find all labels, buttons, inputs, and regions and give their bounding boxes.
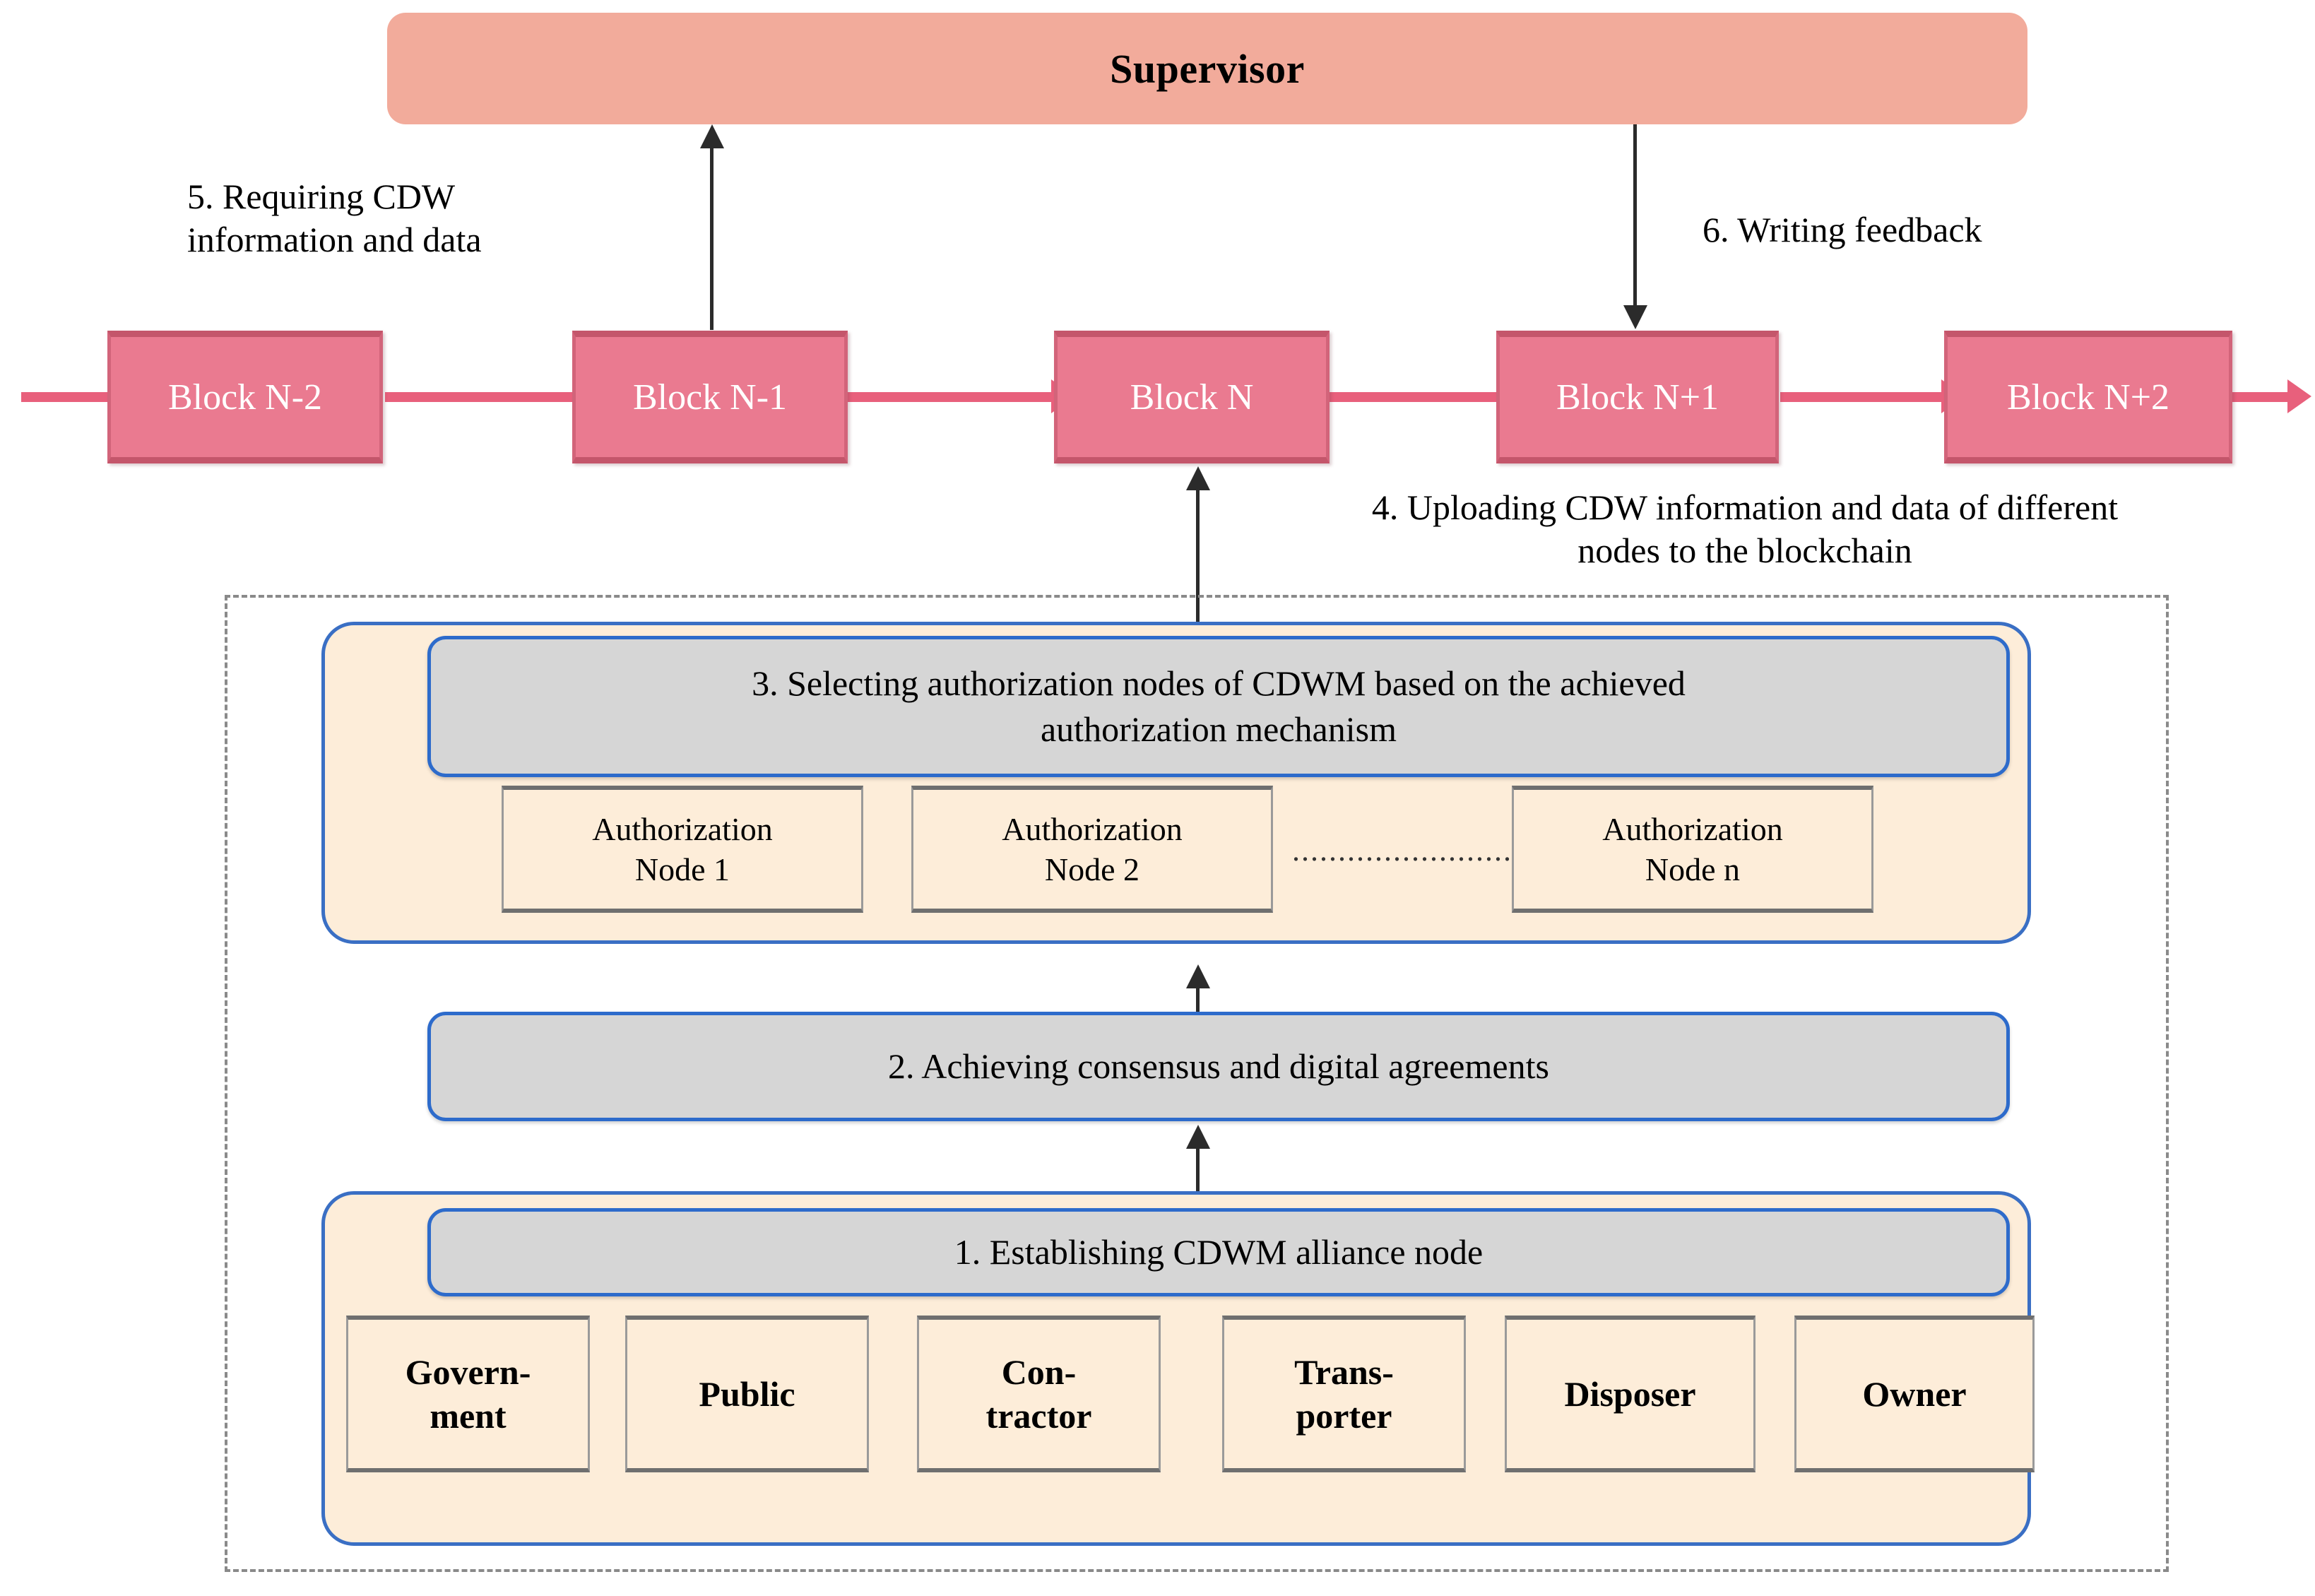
step6-arrow-head-icon [1623,305,1647,329]
step6-caption-text: 6. Writing feedback [1703,210,1982,249]
block-label: Block N [1130,377,1254,418]
step3-bar-line1: 3. Selecting authorization nodes of CDWM… [752,663,1686,703]
block-n-plus-2[interactable]: Block N+2 [1944,331,2232,463]
stakeholder-label-line1: Con- [1001,1352,1077,1392]
stakeholder-label-line2: porter [1296,1396,1392,1436]
stakeholder-disposer[interactable]: Disposer [1505,1316,1756,1472]
stakeholder-label-line1: Disposer [1564,1373,1696,1414]
step4-caption-line1: 4. Uploading CDW information and data of… [1371,487,2119,527]
stakeholder-label-line1: Govern- [405,1352,531,1392]
supervisor-label: Supervisor [1110,45,1305,92]
authorization-node-1[interactable]: Authorization Node 1 [502,786,863,913]
step3-bar-line2: authorization mechanism [1040,709,1397,749]
step5-caption: 5. Requiring CDW information and data [187,175,639,261]
step1-to-step2-arrow-head-icon [1186,1125,1210,1149]
step2-bar-label: 2. Achieving consensus and digital agree… [888,1046,1549,1086]
authorization-node-label-line1: Authorization [592,810,773,847]
step5-arrow-line [710,145,714,330]
stakeholder-transporter[interactable]: Trans- porter [1222,1316,1466,1472]
authorization-node-label-line1: Authorization [1002,810,1183,847]
block-label: Block N-2 [167,377,323,418]
step6-arrow-line [1633,124,1637,307]
step5-caption-line1: 5. Requiring CDW [187,177,456,216]
block-label: Block N-1 [632,377,788,418]
stakeholder-owner[interactable]: Owner [1794,1316,2035,1472]
stakeholder-label-line1: Public [699,1373,795,1414]
block-n-minus-2[interactable]: Block N-2 [107,331,383,463]
step4-caption-line2: nodes to the blockchain [1577,531,1912,570]
chain-arrow-segment-3 [1328,392,1505,402]
authorization-node-label-line1: Authorization [1602,810,1783,847]
step4-arrow-line [1196,487,1200,629]
step5-caption-line2: information and data [187,220,482,259]
step2-bar[interactable]: 2. Achieving consensus and digital agree… [427,1012,2010,1121]
block-label: Block N+2 [2006,377,2170,418]
block-n-minus-1[interactable]: Block N-1 [572,331,848,463]
stakeholder-label-line1: Trans- [1294,1352,1394,1392]
step6-caption: 6. Writing feedback [1703,208,2239,252]
authorization-node-label-line2: Node 2 [1044,851,1140,887]
authorization-node-2[interactable]: Authorization Node 2 [911,786,1273,913]
authorization-nodes-ellipsis: ........................ [1292,832,1511,868]
cdwm-alliance-zone [225,595,2169,1572]
chain-arrow-segment-4 [1780,392,1943,402]
step1-bar[interactable]: 1. Establishing CDWM alliance node [427,1208,2010,1296]
chain-arrow-head-5-icon [2287,379,2311,413]
authorization-node-n[interactable]: Authorization Node n [1512,786,1873,913]
authorization-node-label-line2: Node n [1645,851,1741,887]
step1-bar-label: 1. Establishing CDWM alliance node [954,1232,1484,1272]
stakeholder-contractor[interactable]: Con- tractor [917,1316,1161,1472]
stakeholder-label-line2: tractor [985,1396,1092,1436]
stakeholder-public[interactable]: Public [625,1316,869,1472]
step3-bar[interactable]: 3. Selecting authorization nodes of CDWM… [427,636,2010,777]
authorization-node-label-line2: Node 1 [634,851,730,887]
step4-arrow-head-icon [1186,466,1210,490]
block-label: Block N+1 [1556,377,1719,418]
block-n-plus-1[interactable]: Block N+1 [1496,331,1779,463]
step2-to-step3-arrow-head-icon [1186,964,1210,988]
supervisor-box: Supervisor [387,13,2027,124]
stakeholder-label-line2: ment [430,1396,507,1436]
ellipsis-text: ........................ [1292,832,1512,868]
chain-arrow-segment-2 [834,392,1053,402]
step5-arrow-head-icon [700,124,724,148]
stakeholder-government[interactable]: Govern- ment [346,1316,590,1472]
block-n[interactable]: Block N [1054,331,1330,463]
chain-arrow-segment-1 [385,392,597,402]
stakeholder-label-line1: Owner [1862,1373,1967,1414]
chain-arrow-segment-5 [2232,392,2289,402]
step1-to-step2-arrow-line [1196,1146,1200,1199]
step4-caption: 4. Uploading CDW information and data of… [1229,486,2261,572]
